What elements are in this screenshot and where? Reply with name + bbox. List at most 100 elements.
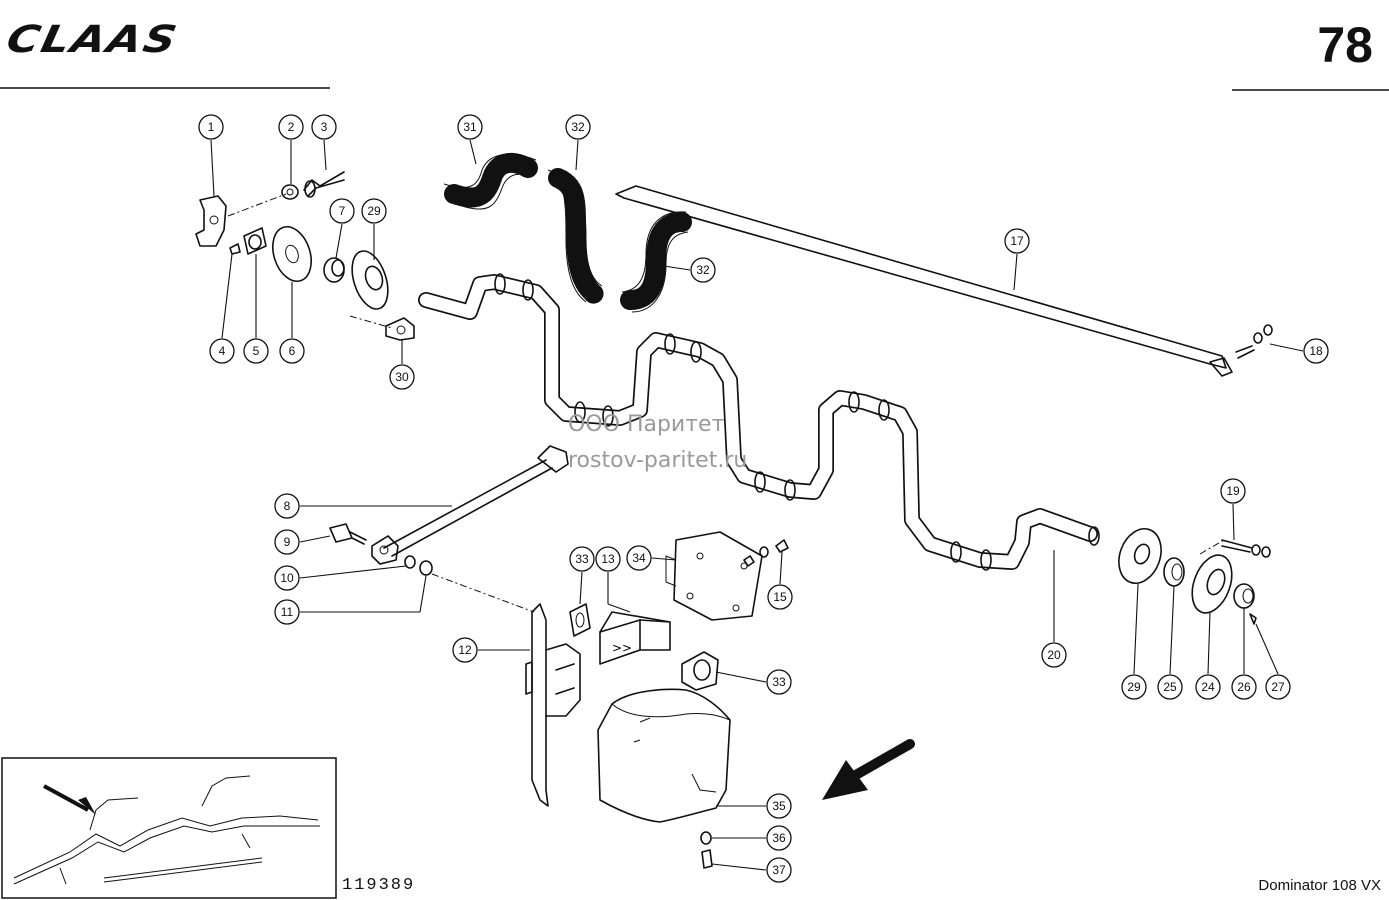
bolt-15 [743,539,789,567]
callout-26: 26 [1231,674,1257,700]
svg-text:35: 35 [772,799,786,813]
callout-1: 1 [198,114,224,140]
svg-text:15: 15 [773,590,787,604]
callout-3: 3 [311,114,337,140]
model-name: Dominator 108 VX [1258,877,1381,894]
drawing-number: 119389 [342,876,416,895]
bearing-shell-33-left [569,603,591,637]
svg-text:6: 6 [289,344,296,358]
svg-text:26: 26 [1237,680,1251,694]
callout-29-left: 29 [361,198,387,224]
flange-29-left [351,250,389,310]
bolt-19 [1221,539,1271,558]
callout-25: 25 [1157,674,1183,700]
svg-text:25: 25 [1163,680,1177,694]
callout-19: 19 [1220,478,1246,504]
clamp-30 [385,317,415,341]
svg-text:1: 1 [208,120,215,134]
callout-10: 10 [274,565,300,591]
nut-11 [419,560,433,576]
callout-33-right: 33 [766,669,792,695]
callout-13: 13 [595,546,621,572]
svg-text:30: 30 [395,370,409,384]
hose-32-b [620,211,692,313]
callout-18: 18 [1303,338,1329,364]
bolt-18 [1235,324,1273,359]
svg-text:33: 33 [772,675,786,689]
bearing-7 [323,257,345,283]
callout-33-left: 33 [569,546,595,572]
callout-4: 4 [209,338,235,364]
connecting-rod-8 [371,445,569,565]
washer-36 [700,831,712,845]
rod-17 [615,185,1233,377]
bearing-housing-24 [1191,554,1233,614]
callout-29-right: 29 [1121,674,1147,700]
watermark-company: ООО Паритет [568,412,725,437]
svg-text:>>: >> [612,641,632,655]
svg-text:5: 5 [253,344,260,358]
bearing-bracket-1 [195,195,227,247]
callout-24: 24 [1195,674,1221,700]
callout-36: 36 [766,825,792,851]
svg-text:18: 18 [1309,344,1323,358]
svg-text:8: 8 [284,499,291,513]
svg-text:29: 29 [367,204,381,218]
hose-32-a [547,168,604,304]
svg-text:12: 12 [458,643,472,657]
svg-text:2: 2 [288,120,295,134]
svg-text:37: 37 [772,863,786,877]
crank-shaft-20 [418,273,1100,571]
callout-8: 8 [274,493,300,519]
svg-text:19: 19 [1226,484,1240,498]
hose-31 [443,152,538,210]
svg-text:27: 27 [1271,680,1285,694]
grease-nipple-27 [1249,613,1257,625]
flange-plate-6 [272,225,312,283]
svg-text:34: 34 [632,551,646,565]
screw-37 [701,849,713,869]
callout-30: 30 [389,364,415,390]
svg-text:36: 36 [772,831,786,845]
bearing-5 [243,227,267,255]
bearing-shell-33-right [681,651,719,691]
callout-2: 2 [278,114,304,140]
svg-text:13: 13 [601,552,615,566]
svg-text:31: 31 [463,120,477,134]
svg-text:3: 3 [321,120,328,134]
svg-text:11: 11 [281,605,294,619]
callout-27: 27 [1265,674,1291,700]
bracket-plate-34 [665,531,763,621]
callout-32-top: 32 [565,114,591,140]
callout-7: 7 [329,198,355,224]
callout-6: 6 [279,338,305,364]
callout-20: 20 [1041,642,1067,668]
svg-text:17: 17 [1010,234,1024,248]
callout-17: 17 [1004,228,1030,254]
callout-11: 11 [274,599,300,625]
washer-10 [404,555,416,569]
svg-text:24: 24 [1201,680,1215,694]
callout-35: 35 [766,793,792,819]
watermark-url: rostov-paritet.ru [568,448,748,473]
sleeve-35 [597,688,731,823]
svg-text:29: 29 [1127,680,1141,694]
callout-31: 31 [457,114,483,140]
svg-text:32: 32 [696,263,710,277]
bolt-3 [303,171,345,198]
bearing-25 [1163,557,1185,587]
callout-37: 37 [766,857,792,883]
svg-text:32: 32 [571,120,585,134]
svg-text:20: 20 [1047,648,1061,662]
nut-2 [281,184,299,200]
callout-12: 12 [452,637,478,663]
svg-text:9: 9 [284,535,291,549]
flange-29-right [1118,528,1162,584]
bearing-26 [1233,583,1255,609]
svg-text:7: 7 [339,204,346,218]
callout-15: 15 [767,584,793,610]
grease-nipple-4 [229,243,241,255]
direction-arrow-icon [822,739,915,800]
